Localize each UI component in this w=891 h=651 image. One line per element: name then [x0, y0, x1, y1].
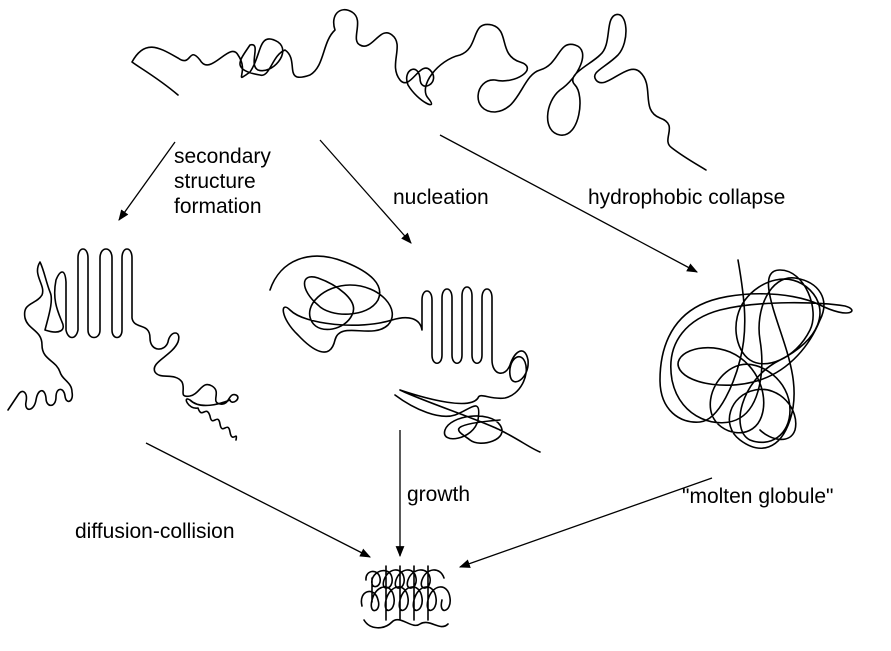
arrow-to-molten-globule	[439, 134, 698, 273]
unfolded-chain	[131, 8, 707, 171]
label-nucleation: nucleation	[393, 186, 489, 209]
nucleated-chain	[269, 255, 541, 453]
arrow-to-nucleation	[319, 139, 412, 244]
label-hydrophobic-collapse: hydrophobic collapse	[588, 186, 786, 209]
label-line: formation	[174, 195, 262, 218]
arrow-to-secondary-structure	[118, 141, 176, 221]
molten-globule-chain	[659, 259, 853, 449]
label-diffusion-collision: diffusion-collision	[75, 520, 235, 543]
label-secondary-structure-formation: secondary structure formation	[174, 144, 271, 219]
native-folded-chain	[360, 565, 451, 629]
label-line: structure	[174, 170, 256, 193]
label-line: secondary	[174, 145, 271, 168]
label-growth: growth	[407, 483, 471, 506]
arrow-from-molten-globule	[458, 477, 713, 568]
label-molten-globule: "molten globule"	[682, 485, 834, 508]
secondary-structure-chain	[7, 248, 239, 441]
arrow-diffusion-collision	[145, 442, 371, 558]
